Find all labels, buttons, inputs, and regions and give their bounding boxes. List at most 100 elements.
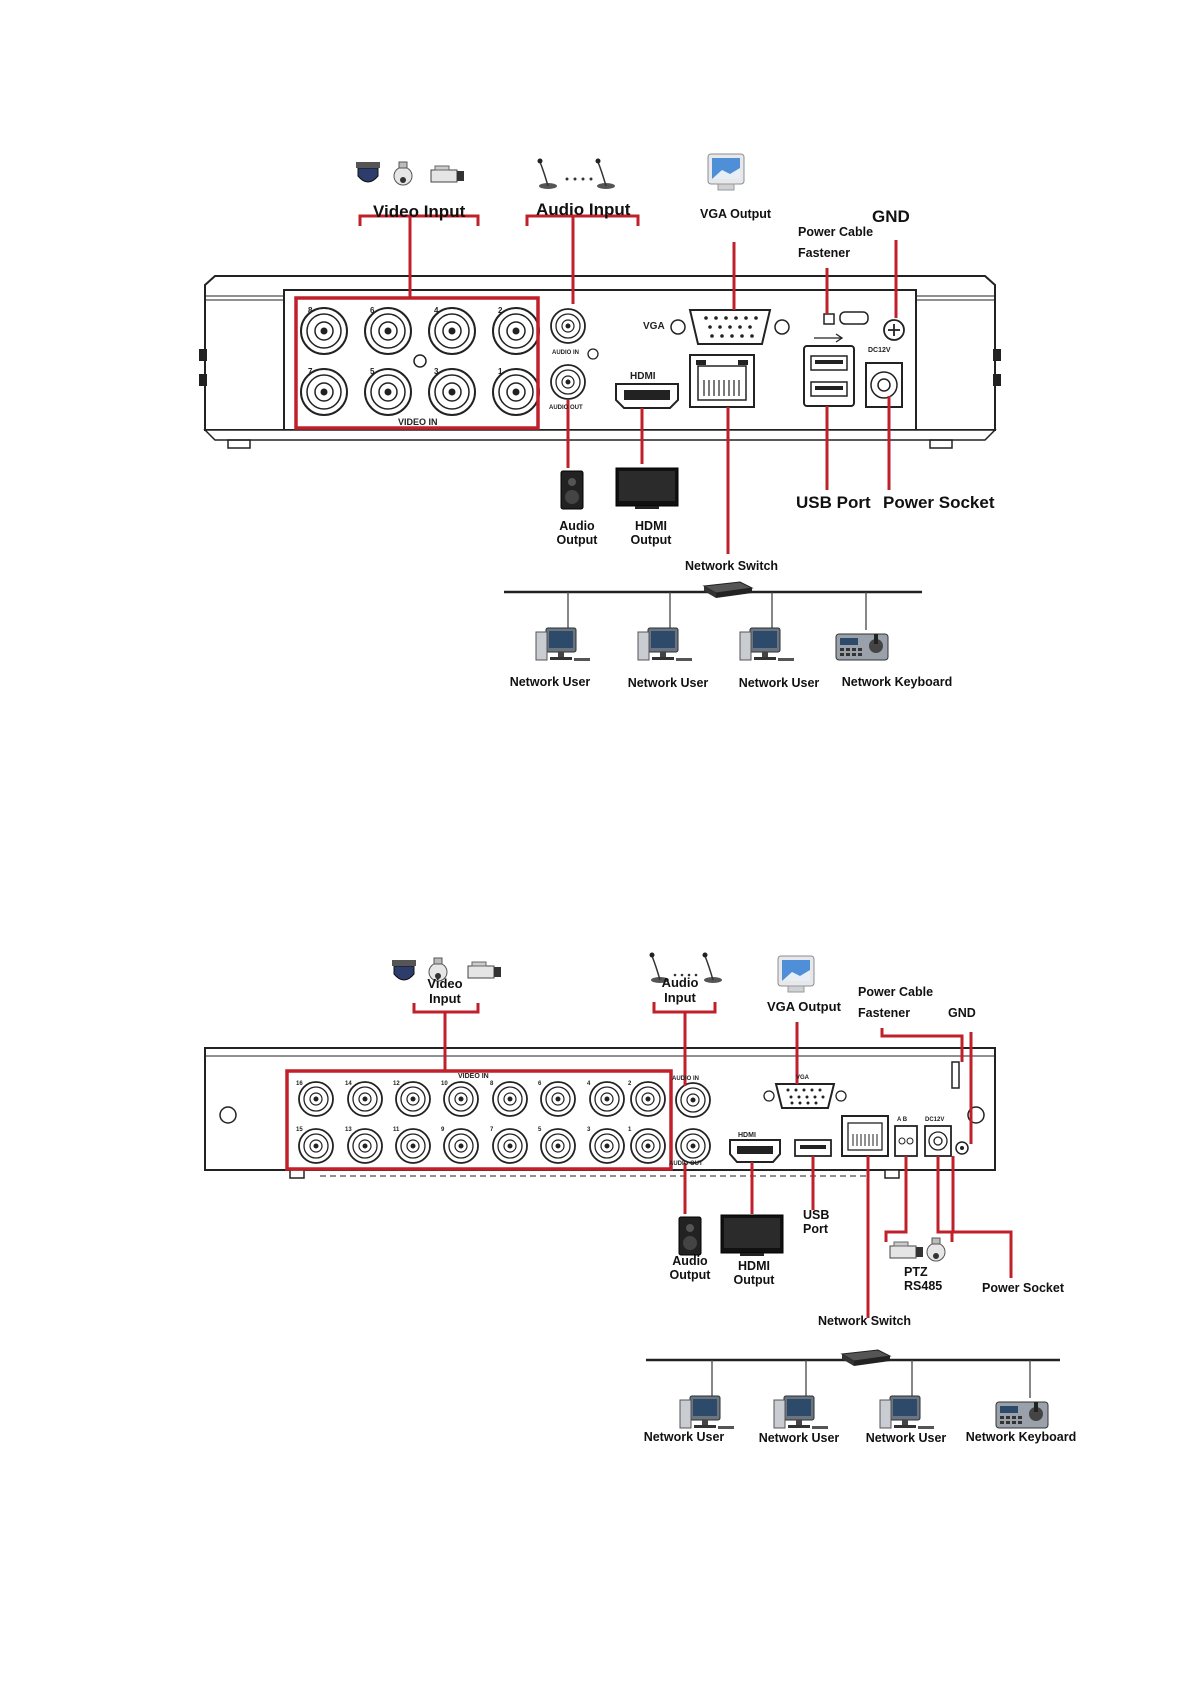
speed-dome-camera-icon <box>393 161 413 186</box>
bnc-connector <box>298 1081 334 1117</box>
channel-number: 8 <box>308 306 313 315</box>
bnc-connector <box>395 1081 431 1117</box>
network-user-pc-icon <box>679 1395 735 1430</box>
channel-number: 12 <box>393 1081 400 1087</box>
gnd-label: GND <box>948 1006 976 1020</box>
bottom-power-socket <box>924 1125 952 1157</box>
usb-port-label: USB Port <box>803 1208 830 1237</box>
network-keyboard-icon <box>995 1401 1049 1429</box>
bottom-gnd-screw <box>955 1141 969 1155</box>
network-device-label: Network Keyboard <box>965 1430 1077 1444</box>
network-device-label: Network Keyboard <box>841 675 953 689</box>
audio-input-label: Audio Input <box>536 200 631 219</box>
audio-input-label: Audio Input <box>661 975 699 1005</box>
video-input-label: Video Input <box>427 976 463 1006</box>
bnc-connector <box>347 1081 383 1117</box>
channel-number: 4 <box>587 1081 591 1087</box>
hdmi-tv-icon <box>615 467 679 510</box>
ptz-speed-dome-icon <box>926 1237 946 1262</box>
network-user-pc-icon <box>637 627 693 662</box>
hdmi-output-label: HDMI Output <box>733 1259 775 1288</box>
box-camera-icon <box>430 165 465 183</box>
channel-number: 3 <box>587 1127 591 1133</box>
bottom-video-in-highlight <box>285 1069 673 1171</box>
network-keyboard-icon <box>835 633 889 661</box>
hdmi-tv-icon <box>720 1214 784 1257</box>
video-in-silkscreen: VIDEO IN <box>398 417 438 427</box>
dome-camera-icon <box>391 959 417 981</box>
network-user-pc-icon <box>739 627 795 662</box>
top-video-in-bnc-group <box>300 307 540 416</box>
ptz-rs485-label: PTZ RS485 <box>904 1265 943 1294</box>
video-in-silkscreen: VIDEO IN <box>458 1073 489 1080</box>
audio-out-connector <box>550 364 586 400</box>
vga-output-label: VGA Output <box>767 999 841 1014</box>
network-device-label: Network User <box>509 675 591 689</box>
top-fastener <box>823 313 835 325</box>
audio-in-silkscreen: AUDIO IN <box>552 350 579 356</box>
audio-output-label: Audio Output <box>556 519 598 548</box>
power-cable-fastener-label-line1: Power Cable <box>858 985 934 999</box>
ab-silkscreen: A B <box>897 1117 908 1123</box>
microphone-icon <box>536 157 558 190</box>
bnc-connector <box>492 1081 528 1117</box>
audio-in-silkscreen: AUDIO IN <box>672 1076 699 1082</box>
power-cable-fastener-label-line2: Fastener <box>858 1006 911 1020</box>
hdmi-silkscreen: HDMI <box>738 1132 756 1139</box>
vga-output-label: VGA Output <box>700 207 772 221</box>
audio-out-silkscreen: AUDIO OUT <box>669 1161 703 1167</box>
top-callout-lines <box>358 214 898 554</box>
power-cable-fastener-label-line1: Power Cable <box>798 225 874 239</box>
power-cable-fastener-label-line2: Fastener <box>798 246 851 260</box>
channel-number: 2 <box>628 1081 632 1087</box>
network-switch-icon <box>703 581 753 599</box>
bnc-connector <box>630 1128 666 1164</box>
channel-number: 2 <box>498 306 503 315</box>
bnc-connector <box>298 1128 334 1164</box>
network-device-label: Network User <box>627 676 709 690</box>
power-socket-label: Power Socket <box>982 1281 1064 1295</box>
speaker-icon <box>678 1216 702 1256</box>
network-device-label: Network User <box>865 1431 947 1445</box>
bnc-connector <box>443 1081 479 1117</box>
bottom-usb-port <box>794 1139 832 1157</box>
network-device-label: Network User <box>643 1430 725 1444</box>
bnc-connector <box>443 1128 479 1164</box>
network-device-label: Network User <box>758 1431 840 1445</box>
bottom-callout-lines <box>412 1002 1013 1318</box>
ellipsis-dots <box>565 177 593 181</box>
microphone-icon <box>701 951 723 984</box>
power-socket-label: Power Socket <box>883 493 995 512</box>
network-user-pc-icon <box>879 1395 935 1430</box>
bnc-connector <box>589 1081 625 1117</box>
channel-number: 7 <box>490 1127 494 1133</box>
audio-in-connector <box>550 308 586 344</box>
microphone-icon <box>594 157 616 190</box>
top-vga-port <box>670 309 790 345</box>
box-camera-icon <box>467 961 502 979</box>
vga-monitor-icon <box>777 955 815 993</box>
audio-output-label: Audio Output <box>669 1254 711 1283</box>
channel-number: 6 <box>538 1081 542 1087</box>
speaker-icon <box>560 470 584 510</box>
channel-number: 11 <box>393 1127 400 1133</box>
vga-silkscreen: VGA <box>643 321 665 332</box>
dc12v-silkscreen: DC12V <box>868 347 891 354</box>
bnc-connector <box>540 1128 576 1164</box>
top-video-in-highlight <box>294 296 540 430</box>
usb-port-label: USB Port <box>796 493 871 512</box>
network-user-pc-icon <box>535 627 591 662</box>
dome-camera-icon <box>355 161 381 183</box>
channel-number: 5 <box>538 1127 542 1133</box>
top-diagram <box>199 153 1001 662</box>
channel-number: 14 <box>345 1081 352 1087</box>
top-power-socket <box>865 362 903 408</box>
bottom-hdmi-port <box>729 1139 781 1163</box>
channel-number: 7 <box>308 367 313 376</box>
channel-number: 16 <box>296 1081 303 1087</box>
bottom-rs485-port <box>894 1125 918 1157</box>
ellipsis-dots <box>673 973 698 977</box>
network-switch-label: Network Switch <box>685 559 779 573</box>
network-switch-icon <box>841 1349 891 1367</box>
